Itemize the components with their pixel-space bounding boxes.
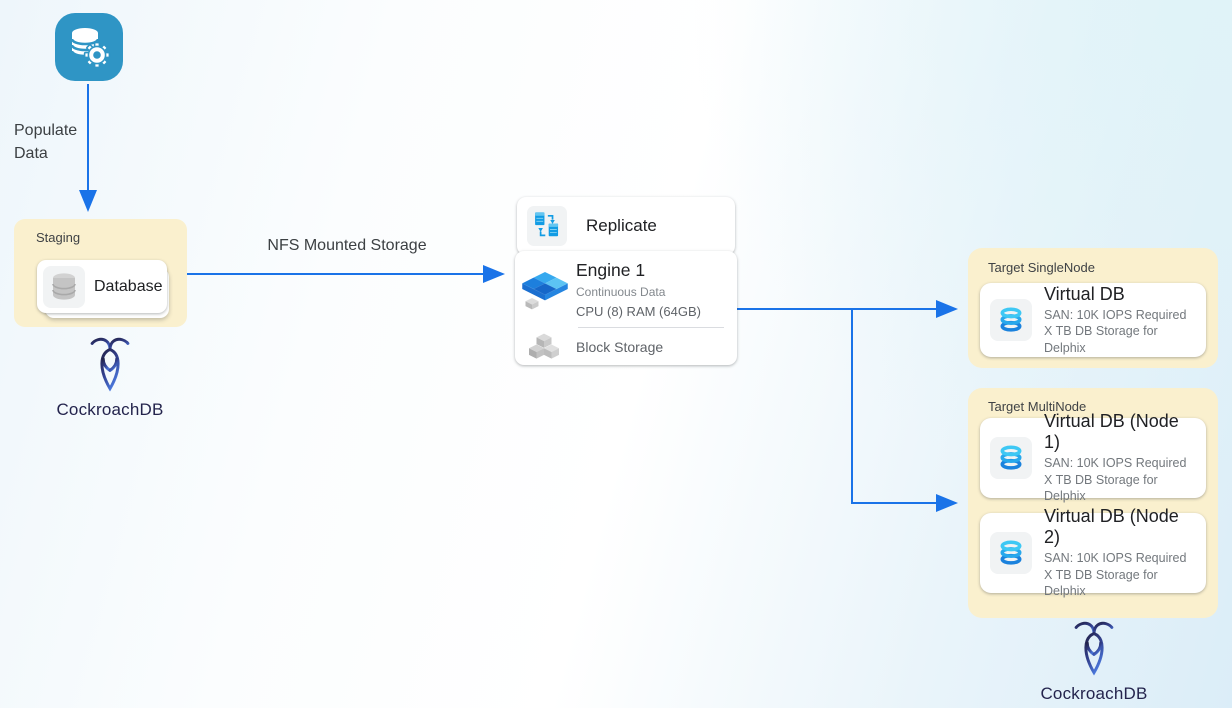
block-storage-label: Block Storage [576, 339, 664, 355]
target-singlenode-group: Target SingleNode Virtual DB SAN: 10K IO… [968, 248, 1218, 368]
engine-title: Engine 1 [576, 260, 646, 280]
engine-specs: CPU (8) RAM (64GB) [576, 303, 701, 319]
engine-card-divider [578, 327, 724, 328]
virtual-db-node2-line1: SAN: 10K IOPS Required [1044, 551, 1187, 566]
cockroachdb-icon [90, 337, 130, 392]
source-database [55, 13, 123, 81]
target-cockroachdb-label: CockroachDB [1040, 684, 1148, 703]
database-label: Database [94, 277, 163, 295]
block-storage-icon [527, 332, 561, 367]
database-gear-icon [70, 28, 111, 69]
database-card: Database [37, 260, 167, 313]
virtual-db-node1-line2: X TB DB Storage for Delphix [1044, 472, 1158, 504]
virtual-db-node1-title: Virtual DB (Node 1) [1044, 411, 1179, 453]
replicate-card: Replicate [517, 197, 735, 255]
virtual-db-node2-title: Virtual DB (Node 2) [1044, 506, 1179, 548]
target-singlenode-title: Target SingleNode [988, 260, 1095, 275]
virtual-db-icon [990, 437, 1032, 479]
populate-data-label: Populate Data [14, 122, 78, 162]
virtual-db-line1: SAN: 10K IOPS Required [1044, 307, 1187, 322]
target-multinode-group: Target MultiNode Virtual DB (Node 1) SAN… [968, 388, 1218, 618]
target-multinode-title: Target MultiNode [988, 399, 1087, 414]
virtual-db-node2-card: Virtual DB (Node 2) SAN: 10K IOPS Requir… [980, 506, 1206, 598]
arrow-engine-to-multinode [851, 310, 958, 512]
database-icon [43, 265, 85, 308]
engine-subtitle: Continuous Data [576, 285, 666, 299]
engine-card: Engine 1 Continuous Data CPU (8) RAM (64… [515, 251, 737, 365]
staging-group: Staging Database [14, 219, 187, 327]
virtual-db-icon [990, 299, 1032, 341]
virtual-db-node1-card: Virtual DB (Node 1) SAN: 10K IOPS Requir… [980, 411, 1206, 503]
engine-cubes-icon [519, 261, 571, 317]
virtual-db-title: Virtual DB [1044, 283, 1125, 304]
virtual-db-line2: X TB DB Storage for Delphix [1044, 324, 1158, 355]
virtual-db-node1-line1: SAN: 10K IOPS Required [1044, 456, 1187, 471]
replicate-icon [527, 206, 567, 246]
target-cockroachdb-logo: CockroachDB [1024, 616, 1164, 704]
replicate-label: Replicate [586, 216, 657, 235]
virtual-db-node2-line2: X TB DB Storage for Delphix [1044, 567, 1158, 599]
staging-cockroachdb-logo: CockroachDB [40, 332, 180, 420]
staging-cockroachdb-label: CockroachDB [56, 400, 164, 419]
cockroachdb-icon [1074, 621, 1114, 676]
virtual-db-card: Virtual DB SAN: 10K IOPS Required X TB D… [980, 283, 1206, 357]
staging-title: Staging [36, 230, 81, 245]
nfs-mounted-storage-label: NFS Mounted Storage [267, 237, 427, 254]
virtual-db-icon [990, 532, 1032, 574]
